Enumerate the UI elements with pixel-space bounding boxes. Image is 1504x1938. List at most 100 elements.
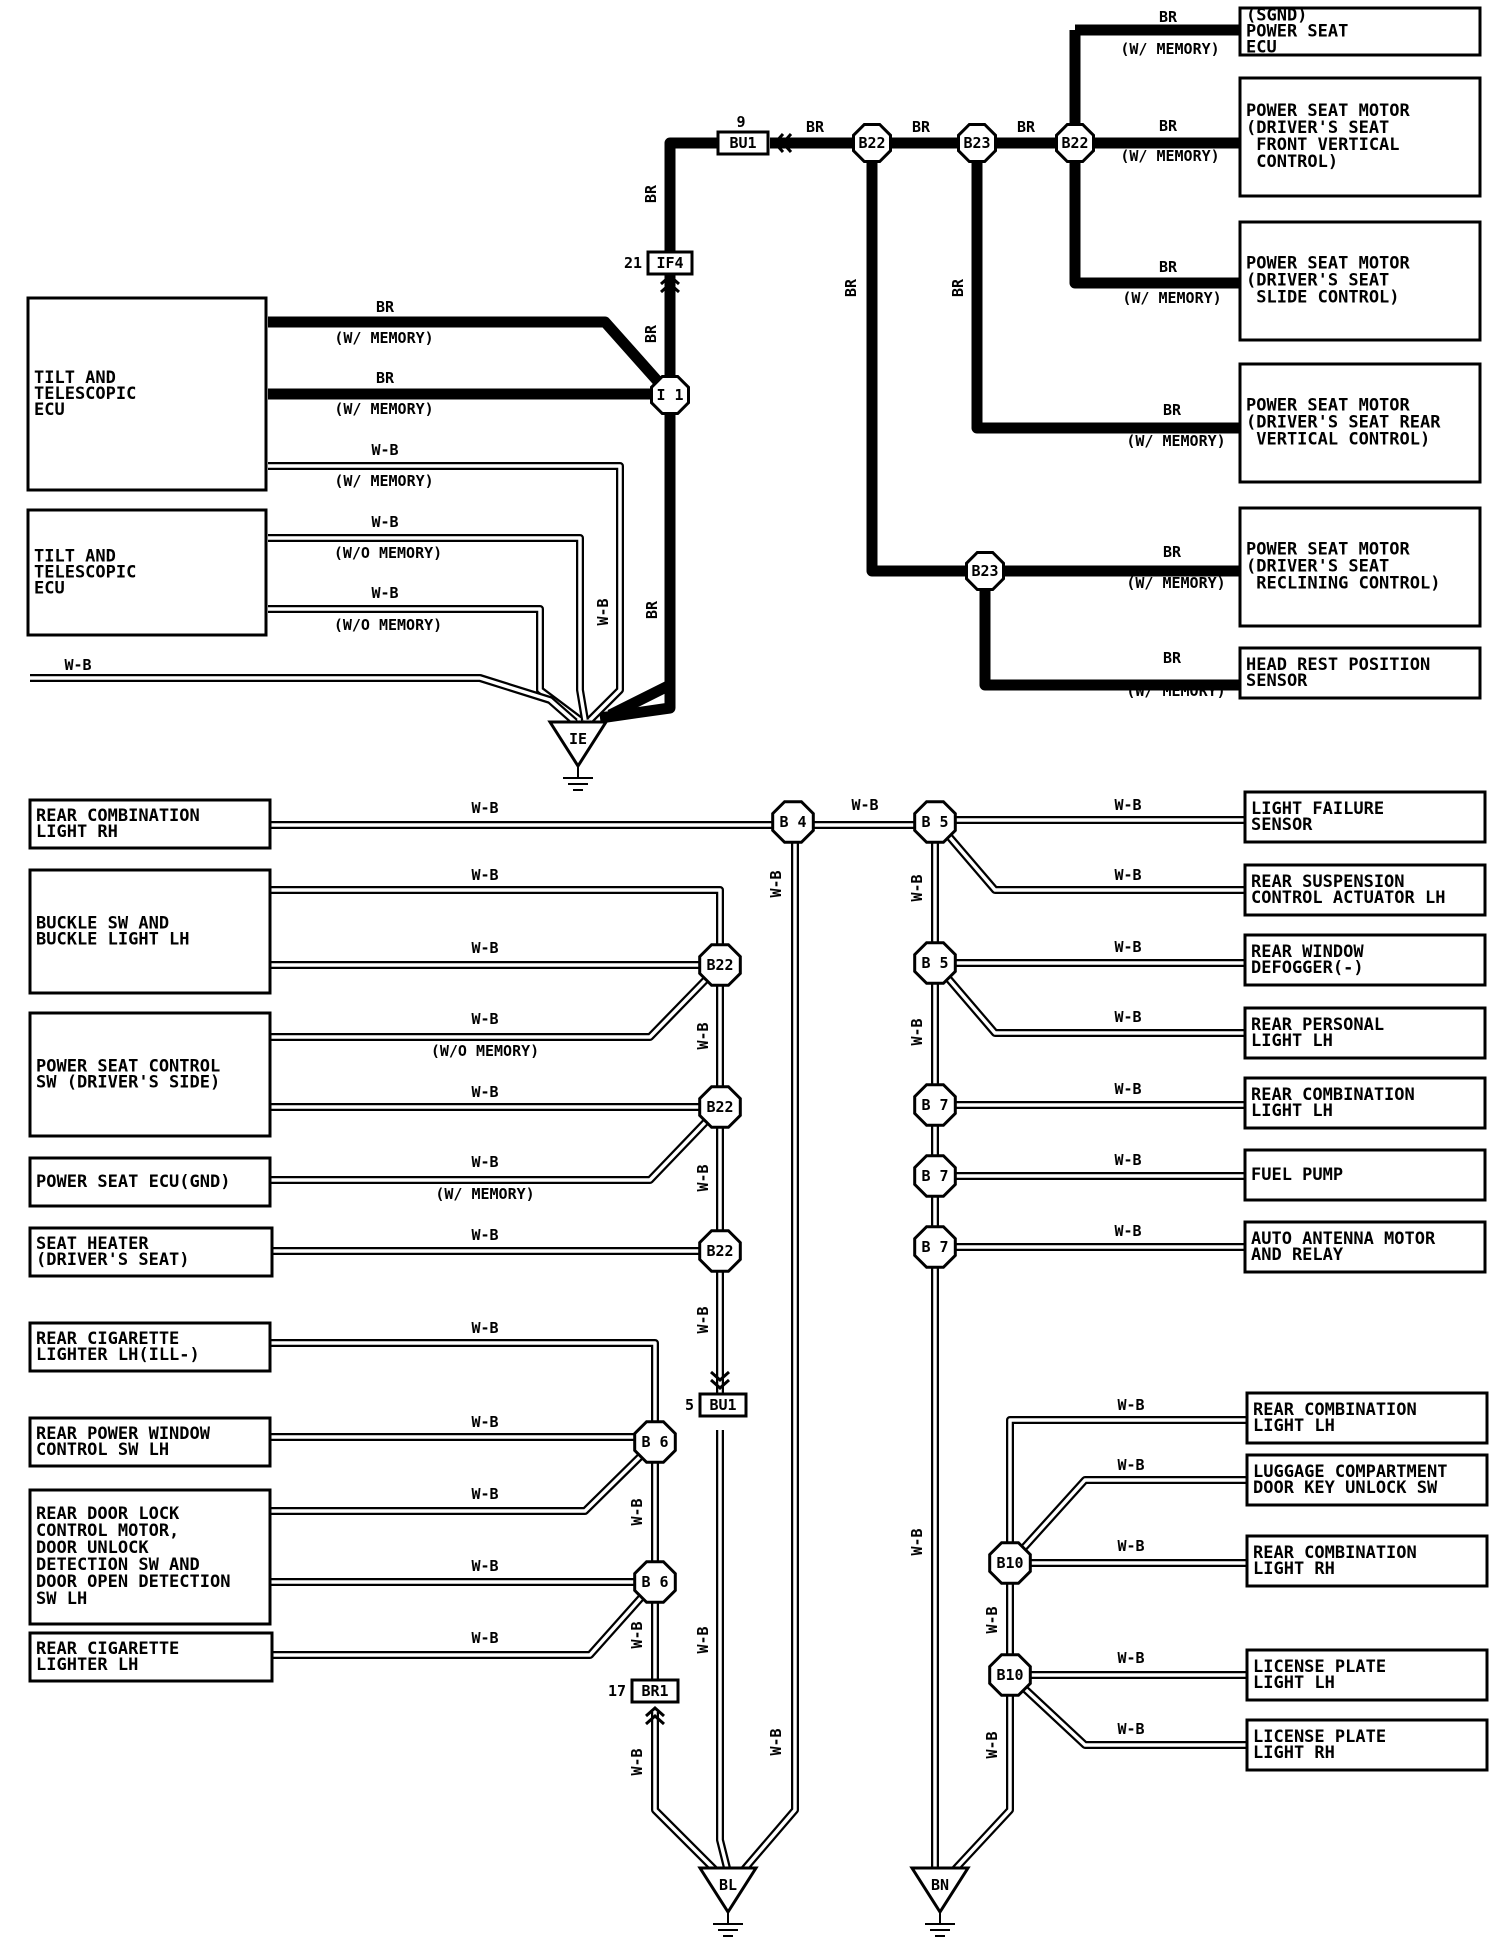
- wire-color-label: W-B: [471, 799, 498, 817]
- junction-b10-b: B10: [988, 1653, 1032, 1697]
- wire-color-label: W-B: [471, 1153, 498, 1171]
- component-label: LIGHT LH: [1253, 1416, 1335, 1436]
- junction-b4-shape: [771, 800, 815, 844]
- power-seat-motor-slide: POWER SEAT MOTOR(DRIVER'S SEAT SLIDE CON…: [1238, 220, 1482, 342]
- component-label: LIGHT LH: [1251, 1031, 1333, 1051]
- component-label: HEAD REST POSITION: [1246, 655, 1430, 675]
- junction-label: B23: [971, 562, 998, 580]
- junction-label: B 6: [641, 1573, 668, 1591]
- component-label: VERTICAL CONTROL): [1246, 430, 1430, 450]
- option-label: (W/O MEMORY): [334, 544, 442, 562]
- component-label: LIGHTER LH: [36, 1655, 138, 1675]
- junction-label: B22: [1061, 134, 1088, 152]
- component-label: RECLINING CONTROL): [1246, 574, 1440, 594]
- power-seat-motor-rear-vertical: POWER SEAT MOTOR(DRIVER'S SEAT REAR VERT…: [1238, 362, 1482, 484]
- br-wire: [607, 395, 676, 720]
- component-label: (DRIVER'S SEAT REAR: [1246, 413, 1441, 433]
- chevron: [710, 1370, 730, 1383]
- junction-b7-b: B 7: [913, 1154, 957, 1198]
- seat-heater-box: [28, 1226, 274, 1278]
- connector-bu1-mid-box: [698, 1392, 748, 1418]
- component-label: (DRIVER'S SEAT: [1246, 271, 1389, 291]
- wb-wire-core: [733, 825, 797, 1882]
- option-label: (W/ MEMORY): [1120, 147, 1219, 165]
- component-label: REAR CIGARETTE: [36, 1329, 179, 1349]
- junction-b6-a: B 6: [633, 1420, 677, 1464]
- wire-color-label: W-B: [908, 874, 926, 901]
- wire-color-label: W-B: [851, 796, 878, 814]
- rear-power-window-sw-box: [28, 1416, 272, 1468]
- ground-bn: BN: [909, 1866, 971, 1937]
- wire-color-label: W-B: [694, 1022, 712, 1049]
- component-label: POWER SEAT MOTOR: [1246, 540, 1411, 560]
- component-label: (DRIVER'S SEAT): [36, 1250, 190, 1270]
- wire-color-label: W-B: [1114, 1151, 1141, 1169]
- connector-pin: 17: [608, 1682, 626, 1700]
- power-seat-ecu-gnd-box: [28, 1156, 272, 1208]
- wire-color-label: BR: [1017, 118, 1036, 136]
- wb-wire: [942, 1675, 1014, 1883]
- component-label: BUCKLE SW AND: [36, 914, 169, 934]
- component-label: POWER SEAT MOTOR: [1246, 254, 1411, 274]
- wb-wire-core: [270, 1105, 722, 1182]
- rear-suspension-actuator-box: [1243, 863, 1487, 917]
- option-label: (W/ MEMORY): [1126, 432, 1225, 450]
- ground-ie-triangle: [547, 720, 609, 769]
- component-label: REAR COMBINATION: [1251, 1085, 1415, 1105]
- component-label: POWER SEAT ECU(GND): [36, 1172, 230, 1192]
- junction-label: B22: [858, 134, 885, 152]
- wire-color-label: W-B: [1117, 1537, 1144, 1555]
- component-label: ECU: [34, 579, 65, 599]
- component-label: SEAT HEATER: [36, 1234, 149, 1254]
- connector-pin: 5: [685, 1396, 694, 1414]
- ground-label: BN: [931, 1876, 949, 1894]
- power-seat-motor-front-vertical: POWER SEAT MOTOR(DRIVER'S SEAT FRONT VER…: [1238, 76, 1482, 198]
- rear-personal-light-box: [1243, 1006, 1487, 1060]
- wire-color-label: BR: [949, 278, 967, 297]
- wire-color-label: BR: [376, 369, 395, 387]
- wb-wire-core: [270, 1440, 657, 1513]
- junction-b22-a-shape: [698, 943, 742, 987]
- junction-b22-c: B22: [698, 1229, 742, 1273]
- wb-wire-core: [272, 1580, 657, 1657]
- junction-label: B 5: [921, 954, 948, 972]
- component-label: DOOR KEY UNLOCK SW: [1253, 1478, 1438, 1498]
- wb-wire-core: [943, 1675, 1012, 1882]
- junction-label: I 1: [656, 386, 683, 404]
- option-label: (W/ MEMORY): [334, 472, 433, 490]
- connector-br1-box: [630, 1678, 680, 1704]
- wb-wire-core: [270, 888, 722, 965]
- power-seat-ecu-box: [1238, 6, 1482, 57]
- br-wire: [1069, 30, 1245, 289]
- component-label: BUCKLE LIGHT LH: [36, 930, 190, 950]
- option-label: (W/O MEMORY): [431, 1042, 539, 1060]
- wire-color-label: W-B: [471, 1010, 498, 1028]
- component-label: TILT AND: [34, 368, 116, 388]
- wire-color-label: W-B: [371, 584, 398, 602]
- fuel-pump-box: [1243, 1148, 1487, 1202]
- wire-color-label: BR: [806, 118, 825, 136]
- component-label: CONTROL ACTUATOR LH: [1251, 888, 1445, 908]
- connector-label: IF4: [656, 254, 683, 272]
- connector-pin: 9: [736, 113, 745, 131]
- junction-b5-top: B 5: [913, 800, 957, 844]
- buckle-sw-light-lh-box: [28, 868, 272, 995]
- wire-color-label: W-B: [471, 1629, 498, 1647]
- wb-wire-core: [933, 818, 1245, 892]
- component-label: AUTO ANTENNA MOTOR: [1251, 1229, 1436, 1249]
- wire-color-label: W-B: [471, 939, 498, 957]
- junction-i1-shape: [650, 375, 690, 415]
- component-label: CONTROL SW LH: [36, 1440, 169, 1460]
- wb-wire: [931, 817, 1245, 894]
